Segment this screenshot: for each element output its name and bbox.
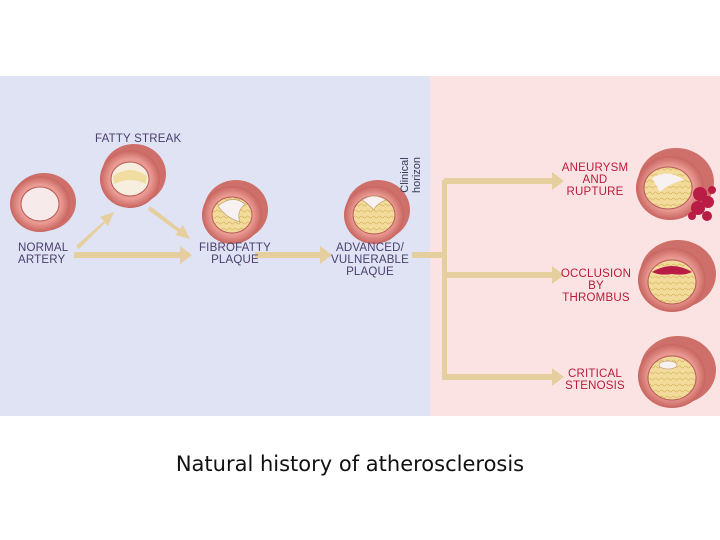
normal-artery-label: NORMAL ARTERY	[18, 242, 69, 266]
fatty-streak-illustration	[100, 144, 166, 208]
critical-stenosis-label: CRITICAL STENOSIS	[565, 368, 625, 392]
fibrofatty-plaque-label: FIBROFATTY PLAQUE	[198, 242, 272, 266]
occlusion-thrombus-label: OCCLUSION BY THROMBUS	[560, 268, 632, 304]
arrow-to-stenosis	[444, 368, 564, 386]
slide-caption: Natural history of atherosclerosis	[175, 452, 525, 476]
arrow-to-occlusion	[444, 266, 564, 284]
critical-stenosis-illustration	[638, 336, 716, 408]
arrow-to-aneurysm	[444, 172, 564, 190]
arrow-fibrofatty-to-advanced	[255, 246, 332, 264]
arrow-fatty-to-fibrofatty	[148, 206, 190, 239]
clinical-horizon-label: Clinical horizon	[399, 156, 423, 194]
advanced-plaque-illustration	[344, 180, 410, 244]
arrow-advanced-to-branch	[412, 252, 445, 258]
subclinical-zone	[0, 76, 430, 416]
advanced-plaque-label: ADVANCED/ VULNERABLE PLAQUE	[330, 242, 410, 278]
progression-arrows	[74, 172, 564, 386]
fibrofatty-plaque-illustration	[202, 180, 268, 244]
occlusion-thrombus-illustration	[638, 240, 716, 312]
atherosclerosis-diagram: Clinical horizon FATTY STREAK NORMAL ART…	[0, 76, 720, 416]
diagram-artwork	[0, 76, 720, 416]
arrow-normal-to-fibrofatty	[74, 246, 192, 264]
aneurysm-rupture-label: ANEURYSM AND RUPTURE	[561, 162, 629, 198]
branch-trunk	[442, 180, 447, 380]
arrow-normal-to-fatty	[76, 212, 114, 249]
normal-artery-illustration	[10, 173, 76, 232]
fatty-streak-label: FATTY STREAK	[95, 133, 182, 145]
aneurysm-rupture-illustration	[636, 148, 716, 221]
